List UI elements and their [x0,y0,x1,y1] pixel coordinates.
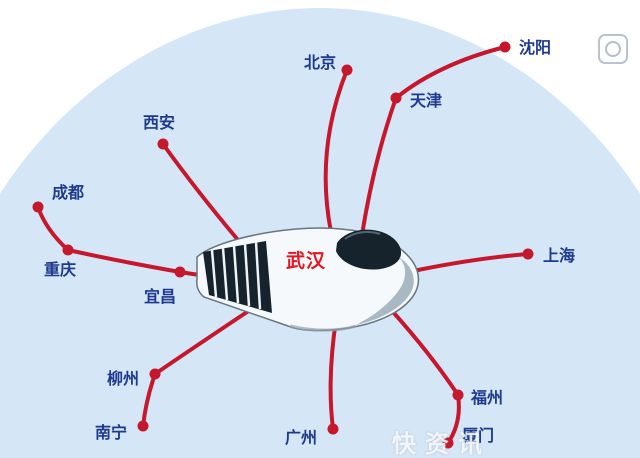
station-dot [327,423,339,435]
route-beijing [323,68,349,234]
station-dot [32,201,44,213]
train-windshield [336,229,402,270]
station-dot [157,138,169,150]
city-label: 重庆 [44,260,76,279]
window-divider [254,241,262,310]
lens-circle-icon [605,41,621,57]
train-underbody-line [289,324,357,332]
station-dot [499,41,511,53]
train-side-windows [203,241,272,313]
route-xian [161,142,240,242]
station-dot [341,64,353,76]
city-label: 厦门 [462,426,494,445]
city-label: 上海 [543,246,575,265]
window-divider [243,243,251,307]
station-dot [137,420,149,432]
station-dot [174,266,186,278]
station-dot [522,248,534,260]
train-nose-shading [356,257,414,325]
station-dot [62,244,74,256]
city-label: 北京 [304,53,336,72]
city-label: 广州 [285,428,317,447]
station-dot [149,368,161,380]
station-dot [442,437,454,449]
camera-logo-icon [598,34,628,64]
window-divider [232,245,240,304]
city-label: 沈阳 [519,38,551,57]
city-label: 宜昌 [144,287,176,306]
city-label: 柳州 [107,369,139,388]
window-divider [221,247,229,301]
city-label: 福州 [470,388,503,407]
hub-city-label: 武汉 [286,250,326,272]
city-label: 西安 [143,113,175,132]
route-guangzhou [328,318,338,431]
windshield-highlight [344,230,381,240]
station-dots [32,41,534,449]
route-shanghai [416,252,530,272]
window-divider [210,249,218,298]
city-label: 天津 [410,91,442,110]
city-label: 成都 [52,183,84,202]
city-label: 南宁 [95,423,127,442]
train-illustration: 武汉 [196,227,420,332]
station-dot [390,92,402,104]
station-dot [452,389,464,401]
